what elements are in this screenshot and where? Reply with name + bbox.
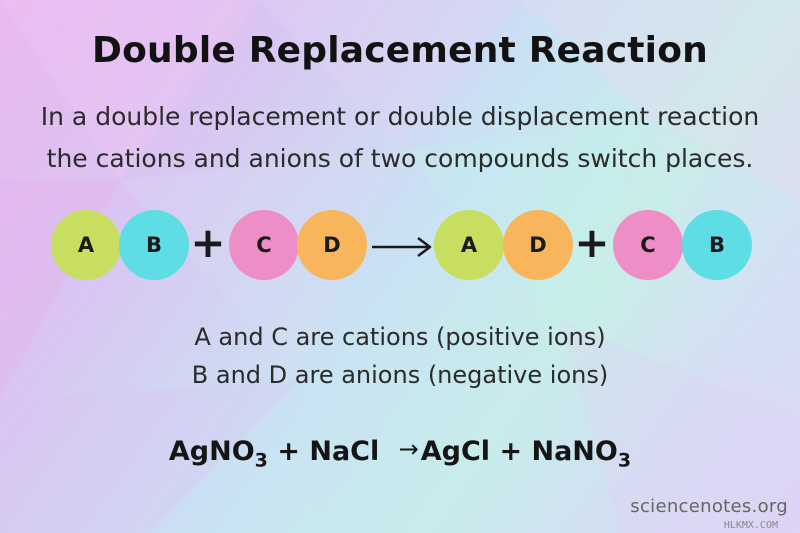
description: In a double replacement or double displa… [0, 96, 800, 180]
ion-notes: A and C are cations (positive ions) B an… [0, 318, 800, 394]
ion-circle-c-reactant: C [229, 210, 299, 280]
cations-note: A and C are cations (positive ions) [194, 323, 606, 351]
ion-circle-a-reactant: A [51, 210, 121, 280]
plus-sign-chem-products: + [499, 436, 523, 467]
generic-reaction-equation: A B + C D A D + C B [0, 208, 800, 280]
ion-circle-b-reactant: B [119, 210, 189, 280]
product-nano3: NaNO3 [531, 436, 632, 472]
reactant-nacl: NaCl [309, 436, 380, 467]
plus-sign-reactants: + [190, 218, 226, 267]
anions-note: B and D are anions (negative ions) [191, 361, 609, 389]
chem-arrow-icon: → [398, 435, 419, 463]
chemical-equation-example: AgNO3 + NaCl →AgCl + NaNO3 [0, 435, 800, 472]
ion-circle-d-product: D [503, 210, 573, 280]
description-line-1: In a double replacement or double displa… [40, 102, 760, 131]
reaction-arrow-icon [372, 237, 432, 257]
ion-circle-a-product: A [434, 210, 504, 280]
plus-sign-chem-reactants: + [277, 436, 300, 467]
site-watermark: HLKMX.COM [723, 520, 778, 531]
plus-sign-products: + [574, 218, 610, 267]
product-agcl: AgCl [420, 436, 491, 467]
page-title: Double Replacement Reaction [92, 30, 708, 71]
source-watermark: sciencenotes.org [630, 496, 788, 517]
reactant-agno3: AgNO3 [168, 436, 268, 472]
description-line-2: the cations and anions of two compounds … [46, 144, 754, 173]
ion-circle-c-product: C [613, 210, 683, 280]
ion-circle-b-product: B [682, 210, 752, 280]
ion-circle-d-reactant: D [297, 210, 367, 280]
